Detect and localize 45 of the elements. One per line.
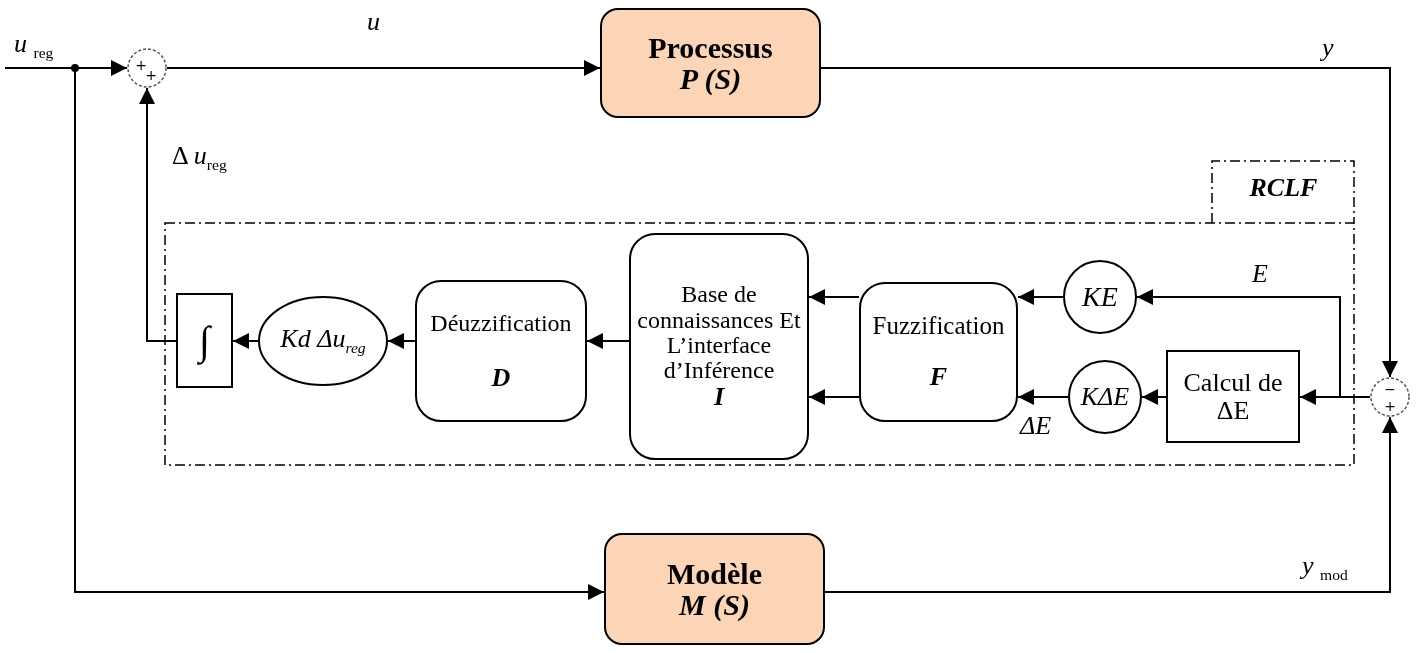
node-label: Base de connaissances Et L’interface d’Inférence [636, 282, 802, 384]
summing-junction [1370, 377, 1410, 417]
connector-arrow [139, 87, 177, 342]
node-symbol: I [713, 383, 725, 411]
sign-symbol: − [1384, 380, 1396, 398]
sign-symbol: + [1384, 397, 1396, 415]
connector-arrow [166, 60, 601, 76]
node-label: Calcul de ΔE [1183, 369, 1283, 424]
summing-junction [127, 48, 167, 88]
node-label: Kd Δu$_{reg}$ [280, 325, 366, 357]
process-box [629, 233, 809, 460]
connector-arrow [824, 416, 1398, 593]
connector-arrow [387, 333, 416, 349]
connector-arrow [1141, 389, 1167, 405]
node-label: Modèle [667, 557, 762, 589]
process-box [1166, 350, 1300, 443]
sign-symbol: + [145, 67, 157, 84]
region-heading: RCLF [1248, 174, 1319, 202]
sign-symbol: + [135, 56, 147, 73]
node-label: Déuzzification [430, 310, 572, 336]
node-label: Processus [648, 31, 773, 63]
process-box [600, 8, 821, 118]
connector-arrow [1136, 289, 1371, 398]
node-symbol: D [491, 363, 511, 392]
process-box [859, 282, 1018, 422]
connector-arrow [808, 289, 860, 305]
connector-arrow [1017, 289, 1064, 305]
integrator-box [176, 293, 233, 388]
connector-arrow [4, 60, 128, 76]
node-label: Fuzzification [872, 313, 1005, 340]
process-box [415, 280, 587, 422]
node-symbol: F [929, 363, 948, 391]
node-label: KE [1082, 282, 1118, 312]
gain-ellipse [258, 296, 388, 386]
node-symbol: P (S) [679, 63, 742, 95]
node-symbol: M (S) [679, 589, 750, 621]
gain-circle [1063, 260, 1137, 334]
connector-arrow [820, 67, 1398, 378]
connector-arrow [232, 333, 259, 349]
gain-circle [1068, 360, 1142, 434]
connector-arrow [808, 389, 860, 405]
connector-arrow [586, 333, 630, 349]
node-label: KΔE [1080, 383, 1130, 411]
model-box [604, 533, 825, 645]
connector-arrow [1017, 389, 1069, 405]
